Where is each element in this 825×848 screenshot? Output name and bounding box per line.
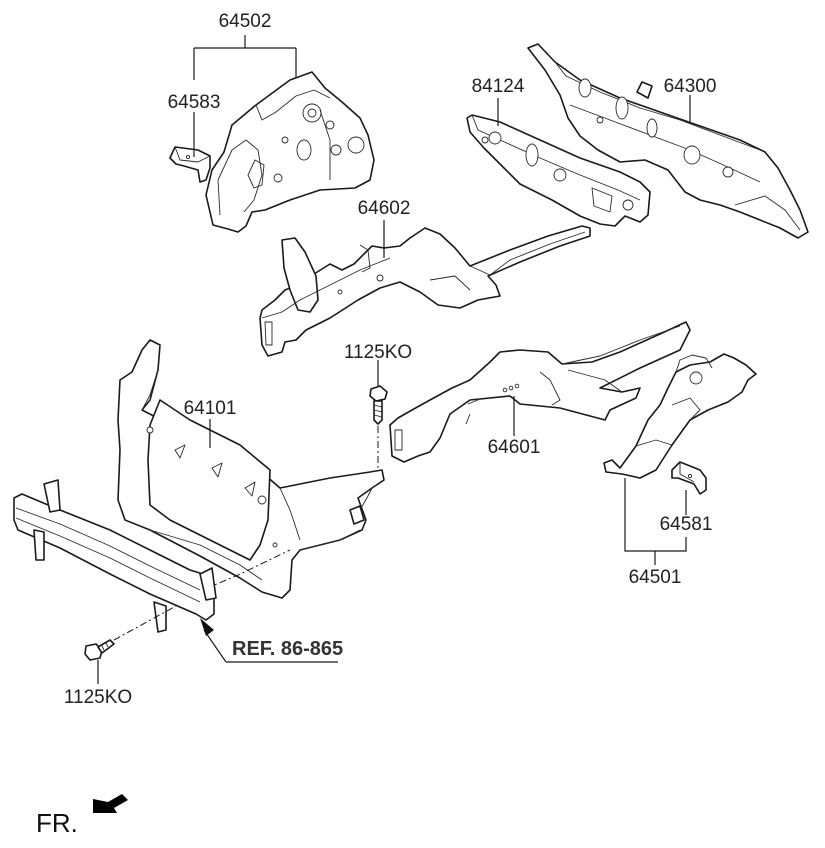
part-64501-wheel-house[interactable]	[603, 353, 757, 479]
label-84124[interactable]: 84124	[472, 76, 525, 97]
part-1125ko-bolt-top[interactable]	[369, 385, 388, 425]
part-84124-dash-insulator[interactable]	[466, 114, 651, 227]
label-1125ko-bottom[interactable]: 1125KO	[64, 687, 132, 708]
part-64300-dash-panel[interactable]	[527, 43, 809, 239]
label-64581[interactable]: 64581	[660, 514, 713, 535]
label-64101[interactable]: 64101	[184, 398, 237, 419]
label-64601[interactable]: 64601	[488, 437, 541, 458]
part-64101-carrier[interactable]	[117, 339, 385, 599]
label-1125ko-top[interactable]: 1125KO	[344, 342, 412, 363]
part-64502-wheel-house[interactable]	[205, 71, 375, 233]
leader-ref-86-865	[203, 629, 338, 663]
part-64581-bracket[interactable]	[671, 461, 707, 495]
label-64602[interactable]: 64602	[358, 198, 411, 219]
label-64300[interactable]: 64300	[664, 76, 717, 97]
label-front: FR.	[36, 808, 78, 838]
part-64602-side-member[interactable]	[259, 225, 591, 357]
label-ref-86-865[interactable]: REF. 86-865	[232, 638, 343, 660]
label-64501[interactable]: 64501	[629, 567, 682, 588]
axis-line-bolt-bottom	[113, 605, 177, 641]
part-64583-bracket[interactable]	[169, 146, 211, 183]
leader-64501	[624, 478, 687, 565]
part-bumper-beam[interactable]	[13, 479, 217, 633]
label-64583[interactable]: 64583	[168, 92, 221, 113]
leader-64502	[193, 35, 297, 80]
label-64502[interactable]: 64502	[219, 11, 272, 32]
part-64601-side-member[interactable]	[389, 321, 691, 463]
part-1125ko-bolt-bottom[interactable]	[84, 639, 115, 661]
arrow-head-ref	[200, 618, 214, 636]
arrow-front-left-icon	[93, 794, 128, 813]
